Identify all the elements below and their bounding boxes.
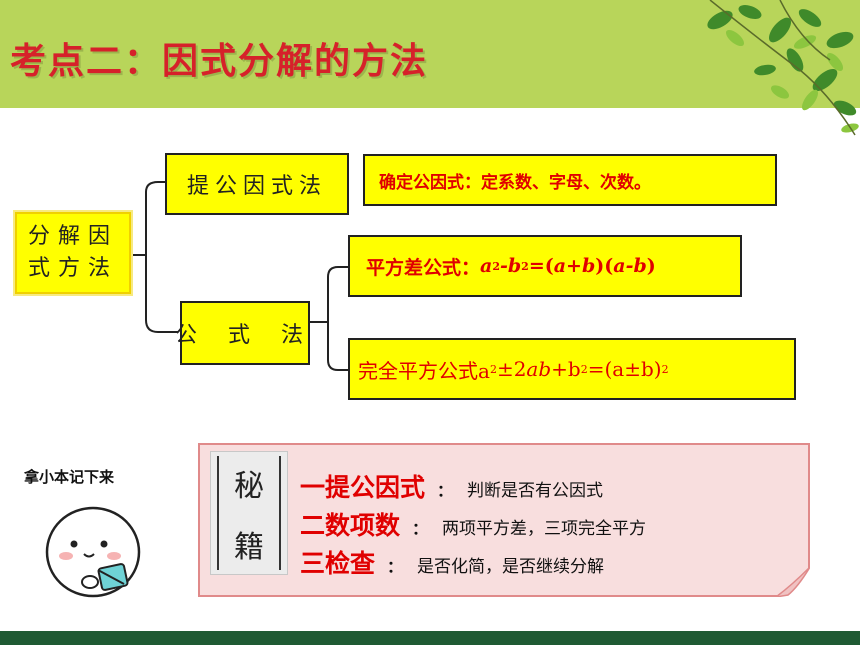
- tip-head: 一提公因式: [300, 473, 426, 502]
- tip-head: 二数项数: [300, 511, 401, 540]
- page-title: 考点二：因式分解的方法: [10, 41, 429, 82]
- note-taking-character-icon: [45, 506, 141, 598]
- secret-char-2: 籍: [234, 529, 264, 565]
- tips-note: [198, 443, 810, 597]
- page-curl-icon: [776, 567, 810, 597]
- tip-row: 三检查 ： 是否化简，是否继续分解: [300, 544, 604, 580]
- tip-row: 二数项数 ： 两项平方差，三项完全平方: [300, 506, 646, 542]
- tip-head: 三检查: [300, 549, 376, 578]
- box-common-factor-detail: 确定公因式：定系数、字母、次数。: [363, 154, 777, 206]
- sticker-caption: 拿小本记下来: [24, 468, 115, 486]
- footer-band: [0, 631, 860, 645]
- secret-scroll: 秘 籍: [210, 451, 288, 575]
- box-formula-method: 公 式 法: [175, 301, 310, 365]
- tip-row: 一提公因式 ： 判断是否有公因式: [300, 468, 603, 504]
- tip-desc: 是否化简，是否继续分解: [417, 557, 605, 577]
- leaves-decoration-icon: [707, 0, 859, 136]
- root-box-factoring-methods: 分解因 式方法: [15, 212, 131, 294]
- tip-desc: 两项平方差，三项完全平方: [442, 519, 647, 539]
- tip-desc: 判断是否有公因式: [467, 481, 604, 501]
- box-common-factor-method: 提公因式法: [165, 153, 349, 215]
- root-line-2: 式方法: [27, 256, 118, 281]
- root-line-1: 分解因: [27, 224, 118, 249]
- secret-char-1: 秘: [234, 468, 264, 504]
